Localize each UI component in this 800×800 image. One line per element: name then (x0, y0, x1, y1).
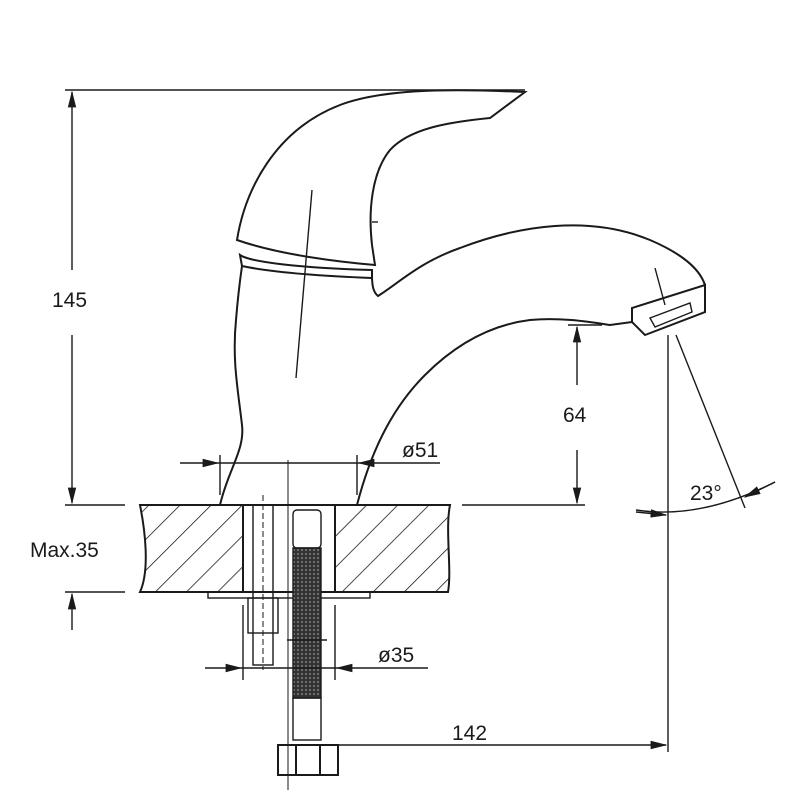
dimension-label-23deg: 23° (690, 482, 722, 505)
dimension-label-max35: Max.35 (30, 539, 99, 562)
faucet-body (219, 224, 706, 506)
dimension-label-64: 64 (563, 404, 587, 427)
dimension-label-51: ø51 (402, 439, 438, 462)
dimension-base-diameter: ø51 (180, 439, 440, 495)
dimension-counter-thickness: Max.35 (30, 539, 125, 630)
dimension-total-height: 145 (52, 89, 525, 506)
countertop-section (138, 504, 452, 599)
supply-hose (277, 460, 339, 790)
mounting-stud (247, 495, 279, 670)
dimension-label-142: 142 (452, 722, 487, 745)
dimension-spout-angle: 23° (635, 334, 776, 518)
dimension-label-145: 145 (52, 289, 87, 312)
dimension-spout-reach: 142 (322, 335, 669, 752)
faucet-handle (235, 89, 528, 379)
dimension-label-35: ø35 (378, 644, 414, 667)
dimension-spout-height: 64 (462, 324, 602, 506)
dimension-hole-diameter: ø35 (205, 605, 428, 680)
